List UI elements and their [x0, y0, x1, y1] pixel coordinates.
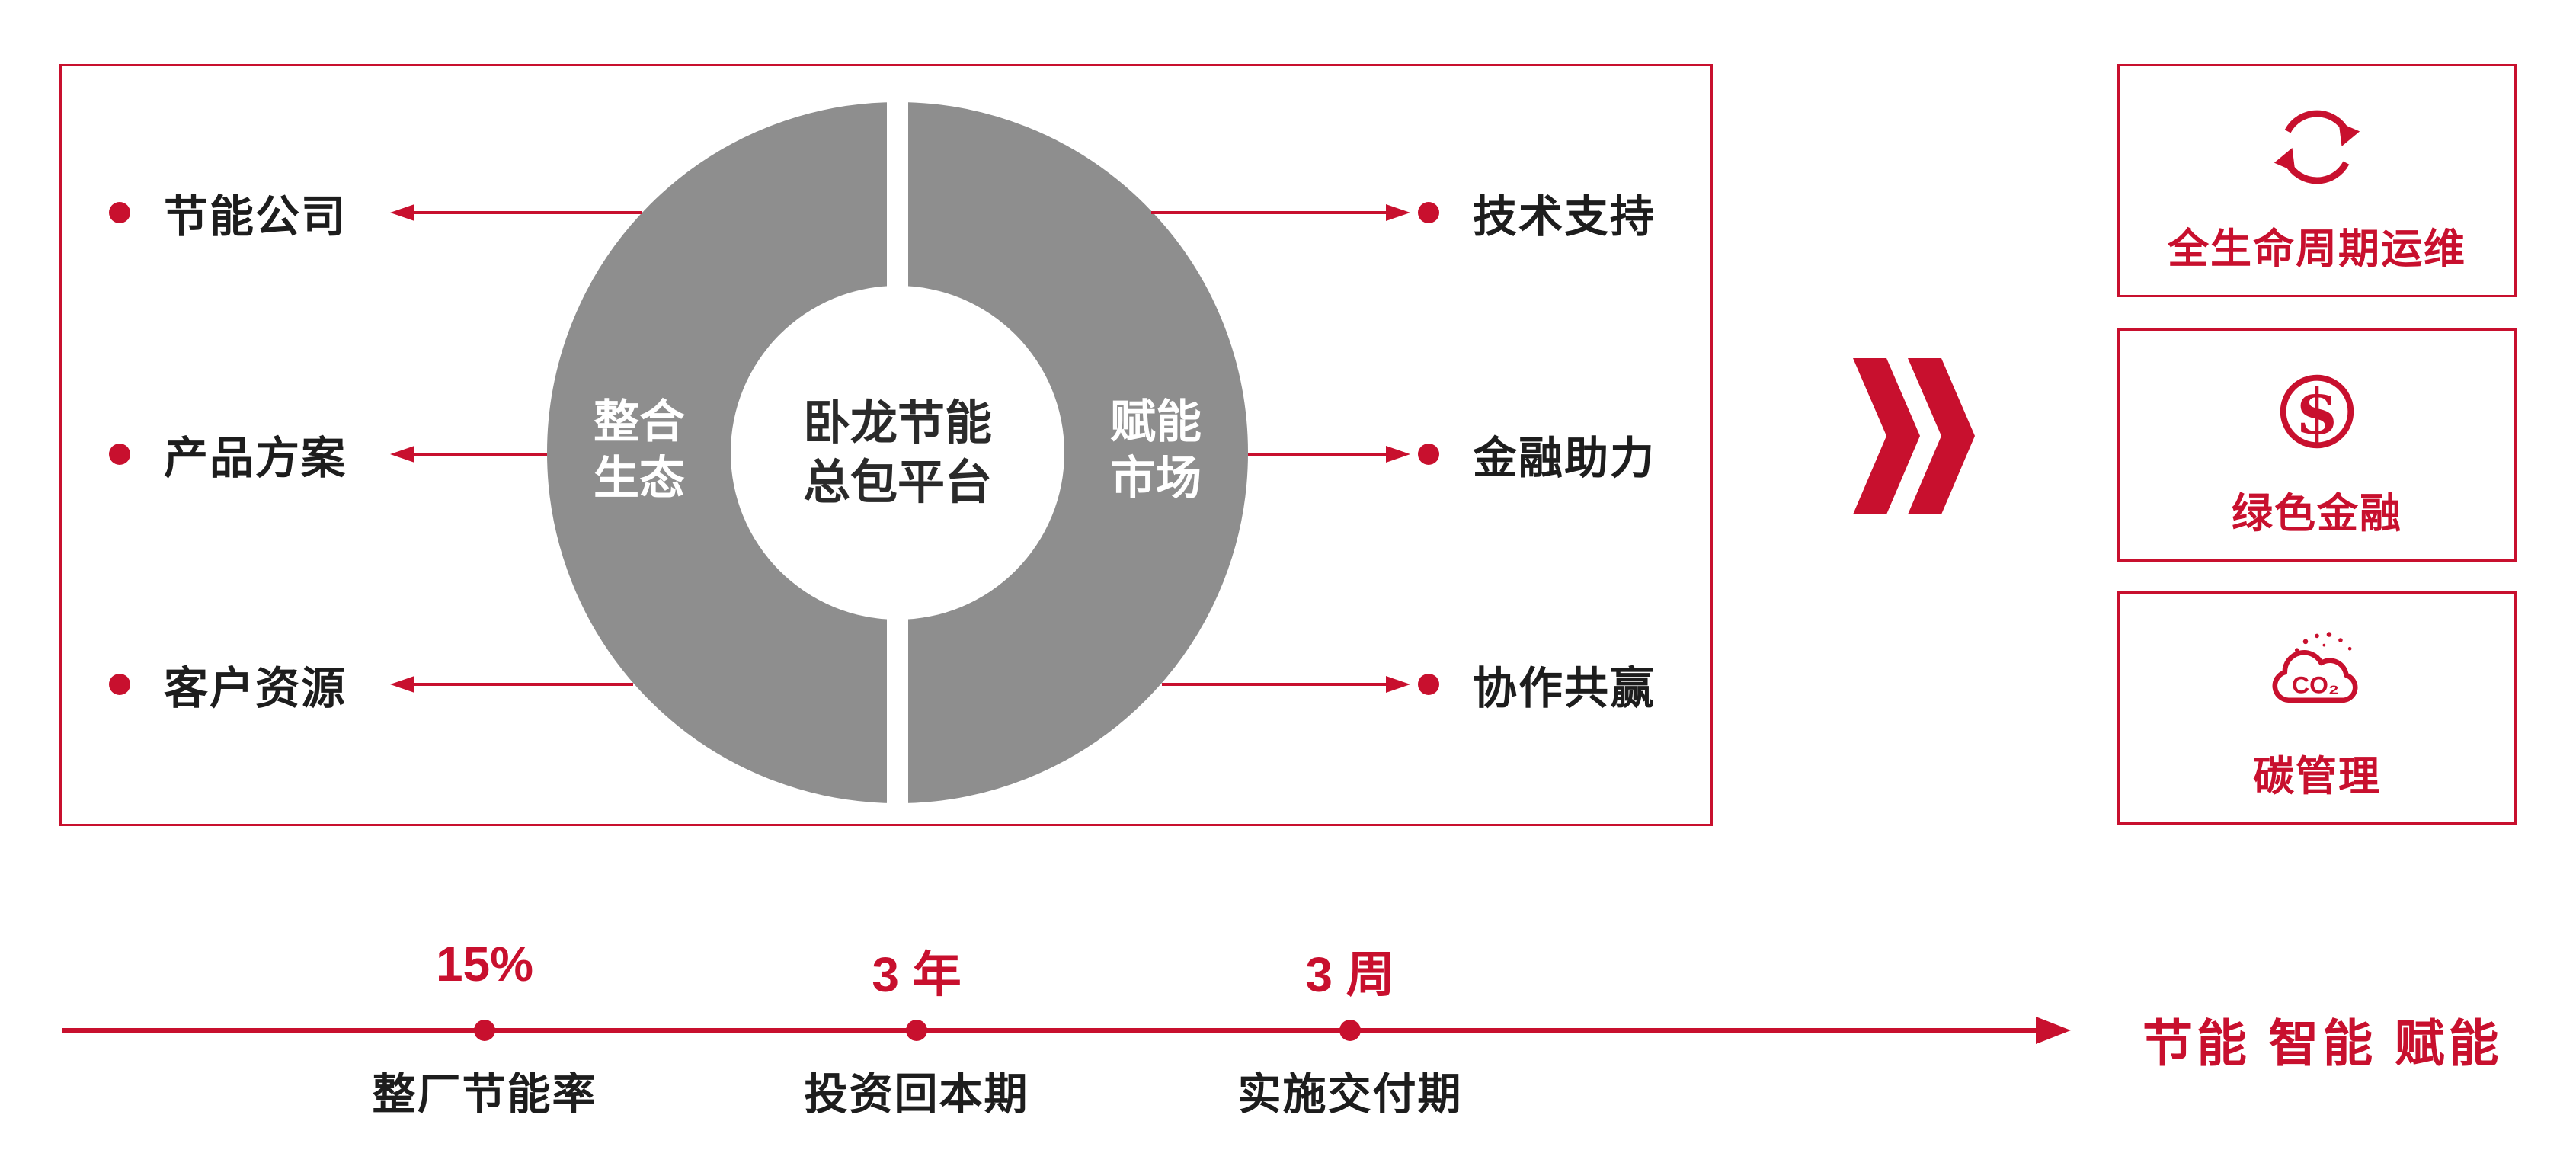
outcome-label: 全生命周期运维 [2168, 226, 2466, 272]
platform-box: 整合 生态 赋能 市场 卧龙节能 总包平台 节能公司 产品方案 客户资源 技术支… [59, 64, 1713, 826]
bullet-dot [1418, 674, 1439, 695]
left-arrow [390, 446, 547, 463]
right-item-row: 技术支持 [1418, 181, 1656, 245]
right-item-row: 协作共赢 [1418, 652, 1656, 716]
outcome-label: 绿色金融 [2232, 491, 2402, 537]
right-arrow [1248, 446, 1410, 463]
bullet-dot [109, 674, 130, 695]
lifecycle-loop-icon [2268, 66, 2366, 215]
timeline-dot [474, 1020, 495, 1041]
milestone-value: 15% [435, 937, 534, 991]
item-label: 协作共赢 [1473, 664, 1656, 713]
item-label: 技术支持 [1473, 192, 1656, 242]
outcome-card-carbon: CO₂ 碳管理 [2117, 591, 2517, 825]
item-label: 节能公司 [164, 192, 347, 242]
left-arrow [390, 204, 642, 221]
right-item-row: 金融助力 [1418, 422, 1656, 486]
milestone-label: 投资回本期 [804, 1070, 1029, 1119]
left-item-row: 产品方案 [109, 422, 347, 486]
outcome-card-finance: $ 绿色金融 [2117, 328, 2517, 562]
co2-cloud-icon: CO₂ [2260, 594, 2374, 742]
item-label: 金融助力 [1473, 434, 1656, 483]
timeline-dot [1339, 1020, 1361, 1041]
double-chevron-icon [1853, 358, 1975, 514]
bullet-dot [1418, 202, 1439, 223]
left-item-row: 客户资源 [109, 652, 347, 716]
co2-glyph: CO₂ [2292, 671, 2339, 698]
timeline-arrowhead-icon [2036, 1017, 2071, 1044]
right-arrow [1151, 204, 1410, 221]
bullet-dot [1418, 444, 1439, 465]
outcome-label: 碳管理 [2253, 754, 2381, 799]
left-item-row: 节能公司 [109, 181, 347, 245]
left-arrow [390, 676, 633, 693]
milestone-label: 实施交付期 [1237, 1070, 1463, 1119]
right-wing-label-line1: 赋能 [1110, 396, 1202, 447]
platform-donut: 整合 生态 赋能 市场 卧龙节能 总包平台 [547, 94, 1248, 811]
tagline: 节能 智能 赋能 [2142, 1015, 2503, 1072]
right-wing-label-line2: 市场 [1110, 453, 1202, 504]
left-wing-label-line2: 生态 [594, 453, 685, 504]
bullet-dot [109, 202, 130, 223]
platform-title-line2: 总包平台 [803, 456, 992, 509]
left-wing-label-line1: 整合 [594, 396, 685, 447]
item-label: 产品方案 [164, 434, 347, 483]
milestone-value: 3 年 [872, 947, 962, 1002]
item-label: 客户资源 [164, 664, 347, 713]
outcome-card-lifecycle: 全生命周期运维 [2117, 64, 2517, 297]
milestone-value: 3 周 [1305, 947, 1395, 1002]
platform-title-line1: 卧龙节能 [803, 397, 992, 450]
dollar-glyph: $ [2295, 373, 2339, 448]
timeline-axis [62, 1028, 2037, 1033]
donut-center-disc [731, 286, 1064, 620]
milestone-label: 整厂节能率 [372, 1070, 597, 1119]
right-arrow [1162, 676, 1410, 693]
dollar-coin-icon: $ [2268, 331, 2366, 479]
bullet-dot [109, 444, 130, 465]
timeline-dot [906, 1020, 927, 1041]
